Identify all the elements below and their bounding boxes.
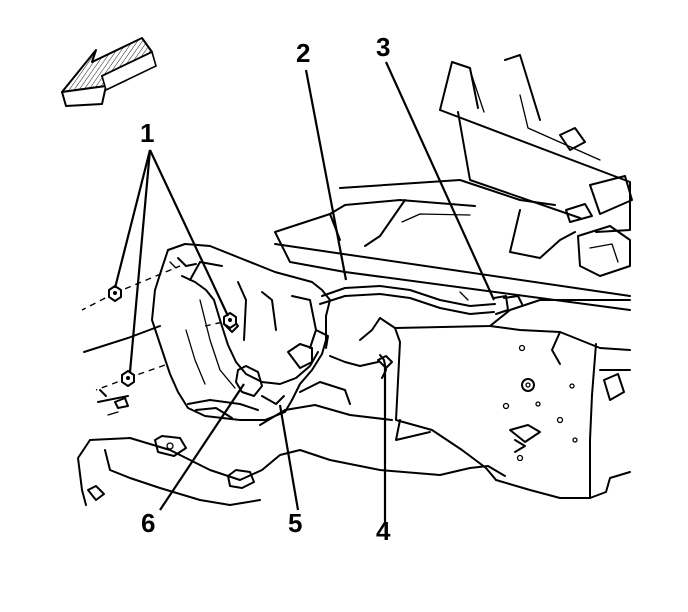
floor-structure xyxy=(77,299,631,506)
callout-1: 1 xyxy=(140,118,154,148)
cowl-panel xyxy=(274,54,633,311)
nut-fastener-icon xyxy=(108,284,237,388)
leader-lines xyxy=(113,61,496,522)
callout-5: 5 xyxy=(288,508,302,538)
callout-6: 6 xyxy=(141,508,155,538)
washer-hose xyxy=(319,285,523,379)
washer-reservoir xyxy=(151,243,331,421)
callout-3: 3 xyxy=(376,32,390,62)
callout-2: 2 xyxy=(296,38,310,68)
callout-labels: 1 2 3 4 5 6 xyxy=(140,32,391,546)
callout-4: 4 xyxy=(376,516,391,546)
forward-arrow-icon xyxy=(61,37,157,107)
